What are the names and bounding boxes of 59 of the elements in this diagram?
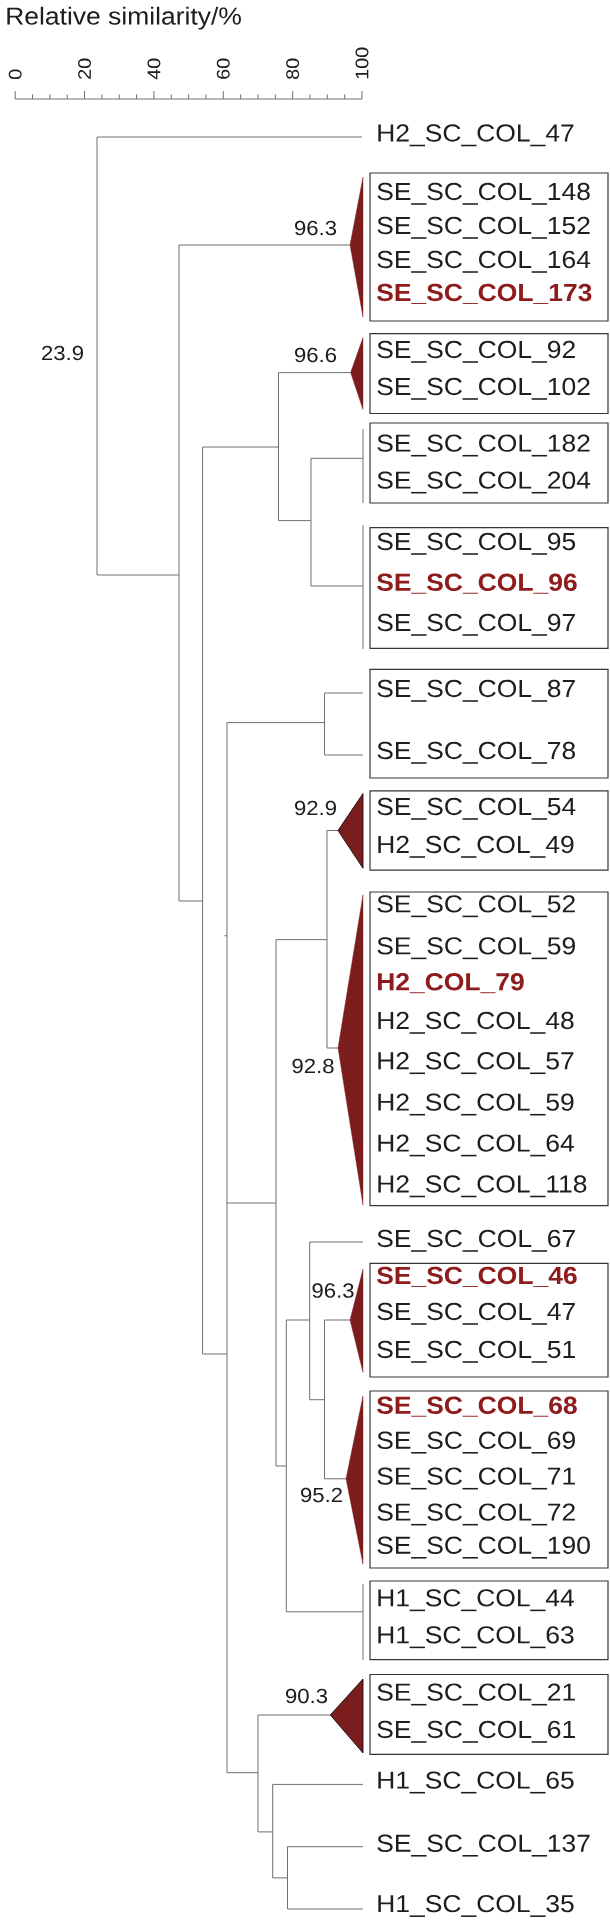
- strain-label: SE_SC_COL_69: [377, 1431, 575, 1454]
- strain-label: SE_SC_COL_97: [377, 613, 575, 636]
- strain-label: SE_SC_COL_92: [377, 340, 575, 363]
- strain-label: SE_SC_COL_51: [377, 1340, 575, 1363]
- cluster-box: [369, 527, 609, 649]
- tick-label: 0: [8, 69, 22, 80]
- similarity-value: 96.3: [312, 1283, 354, 1298]
- strain-label: SE_SC_COL_52: [377, 895, 575, 918]
- tick-label: 60: [216, 58, 230, 79]
- strain-label: H2_SC_COL_47: [378, 124, 574, 147]
- similarity-value: 96.3: [295, 220, 337, 236]
- strain-label: H2_SC_COL_49: [378, 835, 574, 858]
- strain-label: SE_SC_COL_59: [377, 937, 575, 960]
- strain-label: SE_SC_COL_68: [376, 1396, 577, 1417]
- strain-label: SE_SC_COL_190: [377, 1536, 590, 1559]
- strain-label: H2_SC_COL_57: [378, 1052, 574, 1075]
- similarity-value: 23.9: [42, 345, 83, 361]
- tick-label: 100: [355, 47, 369, 79]
- strain-label: SE_SC_COL_61: [377, 1720, 575, 1743]
- strain-label: H1_SC_COL_65: [378, 1771, 574, 1794]
- strain-label: SE_SC_COL_148: [377, 182, 590, 205]
- strain-label: H2_SC_COL_118: [378, 1175, 587, 1198]
- similarity-value: 90.3: [286, 1688, 328, 1704]
- cluster-box: [369, 422, 609, 504]
- cluster-box: [369, 668, 609, 779]
- strain-label: SE_SC_COL_182: [377, 434, 590, 457]
- strain-label: H1_SC_COL_44: [378, 1589, 574, 1612]
- strain-label: SE_SC_COL_137: [377, 1834, 590, 1857]
- strain-label: SE_SC_COL_102: [377, 377, 590, 400]
- strain-label: SE_SC_COL_21: [377, 1683, 575, 1706]
- strain-label: SE_SC_COL_54: [377, 797, 576, 820]
- strain-label: H2_SC_COL_59: [378, 1093, 574, 1116]
- strain-label: SE_SC_COL_78: [377, 741, 576, 764]
- strain-label: SE_SC_COL_46: [376, 1266, 577, 1287]
- similarity-value: 92.8: [292, 1058, 334, 1074]
- strain-label: SE_SC_COL_87: [377, 679, 575, 702]
- strain-label: SE_SC_COL_204: [377, 471, 591, 494]
- strain-label: SE_SC_COL_72: [377, 1503, 575, 1526]
- strain-label: H1_SC_COL_63: [378, 1626, 574, 1649]
- similarity-value: 92.9: [295, 800, 336, 816]
- strain-label: SE_SC_COL_152: [377, 216, 590, 239]
- strain-label: H2_COL_79: [377, 973, 524, 994]
- axis-title: Relative similarity/%: [7, 6, 241, 30]
- strain-label: SE_SC_COL_96: [376, 573, 577, 594]
- strain-label: H1_SC_COL_35: [378, 1895, 574, 1917]
- tick-label: 80: [286, 58, 300, 79]
- strain-label: SE_SC_COL_95: [377, 532, 576, 555]
- similarity-value: 95.2: [301, 1487, 342, 1503]
- strain-label: SE_SC_COL_164: [377, 250, 591, 273]
- tick-label: 40: [147, 58, 161, 80]
- tick-label: 20: [78, 58, 92, 79]
- similarity-value: 96.6: [295, 347, 337, 363]
- strain-label: SE_SC_COL_173: [376, 283, 592, 304]
- strain-label: H2_SC_COL_64: [378, 1134, 574, 1157]
- strain-label: SE_SC_COL_47: [377, 1302, 575, 1325]
- strain-label: H2_SC_COL_48: [378, 1011, 574, 1034]
- strain-label: SE_SC_COL_67: [377, 1229, 575, 1252]
- cluster-box: [369, 1580, 609, 1661]
- strain-label: SE_SC_COL_71: [377, 1467, 575, 1490]
